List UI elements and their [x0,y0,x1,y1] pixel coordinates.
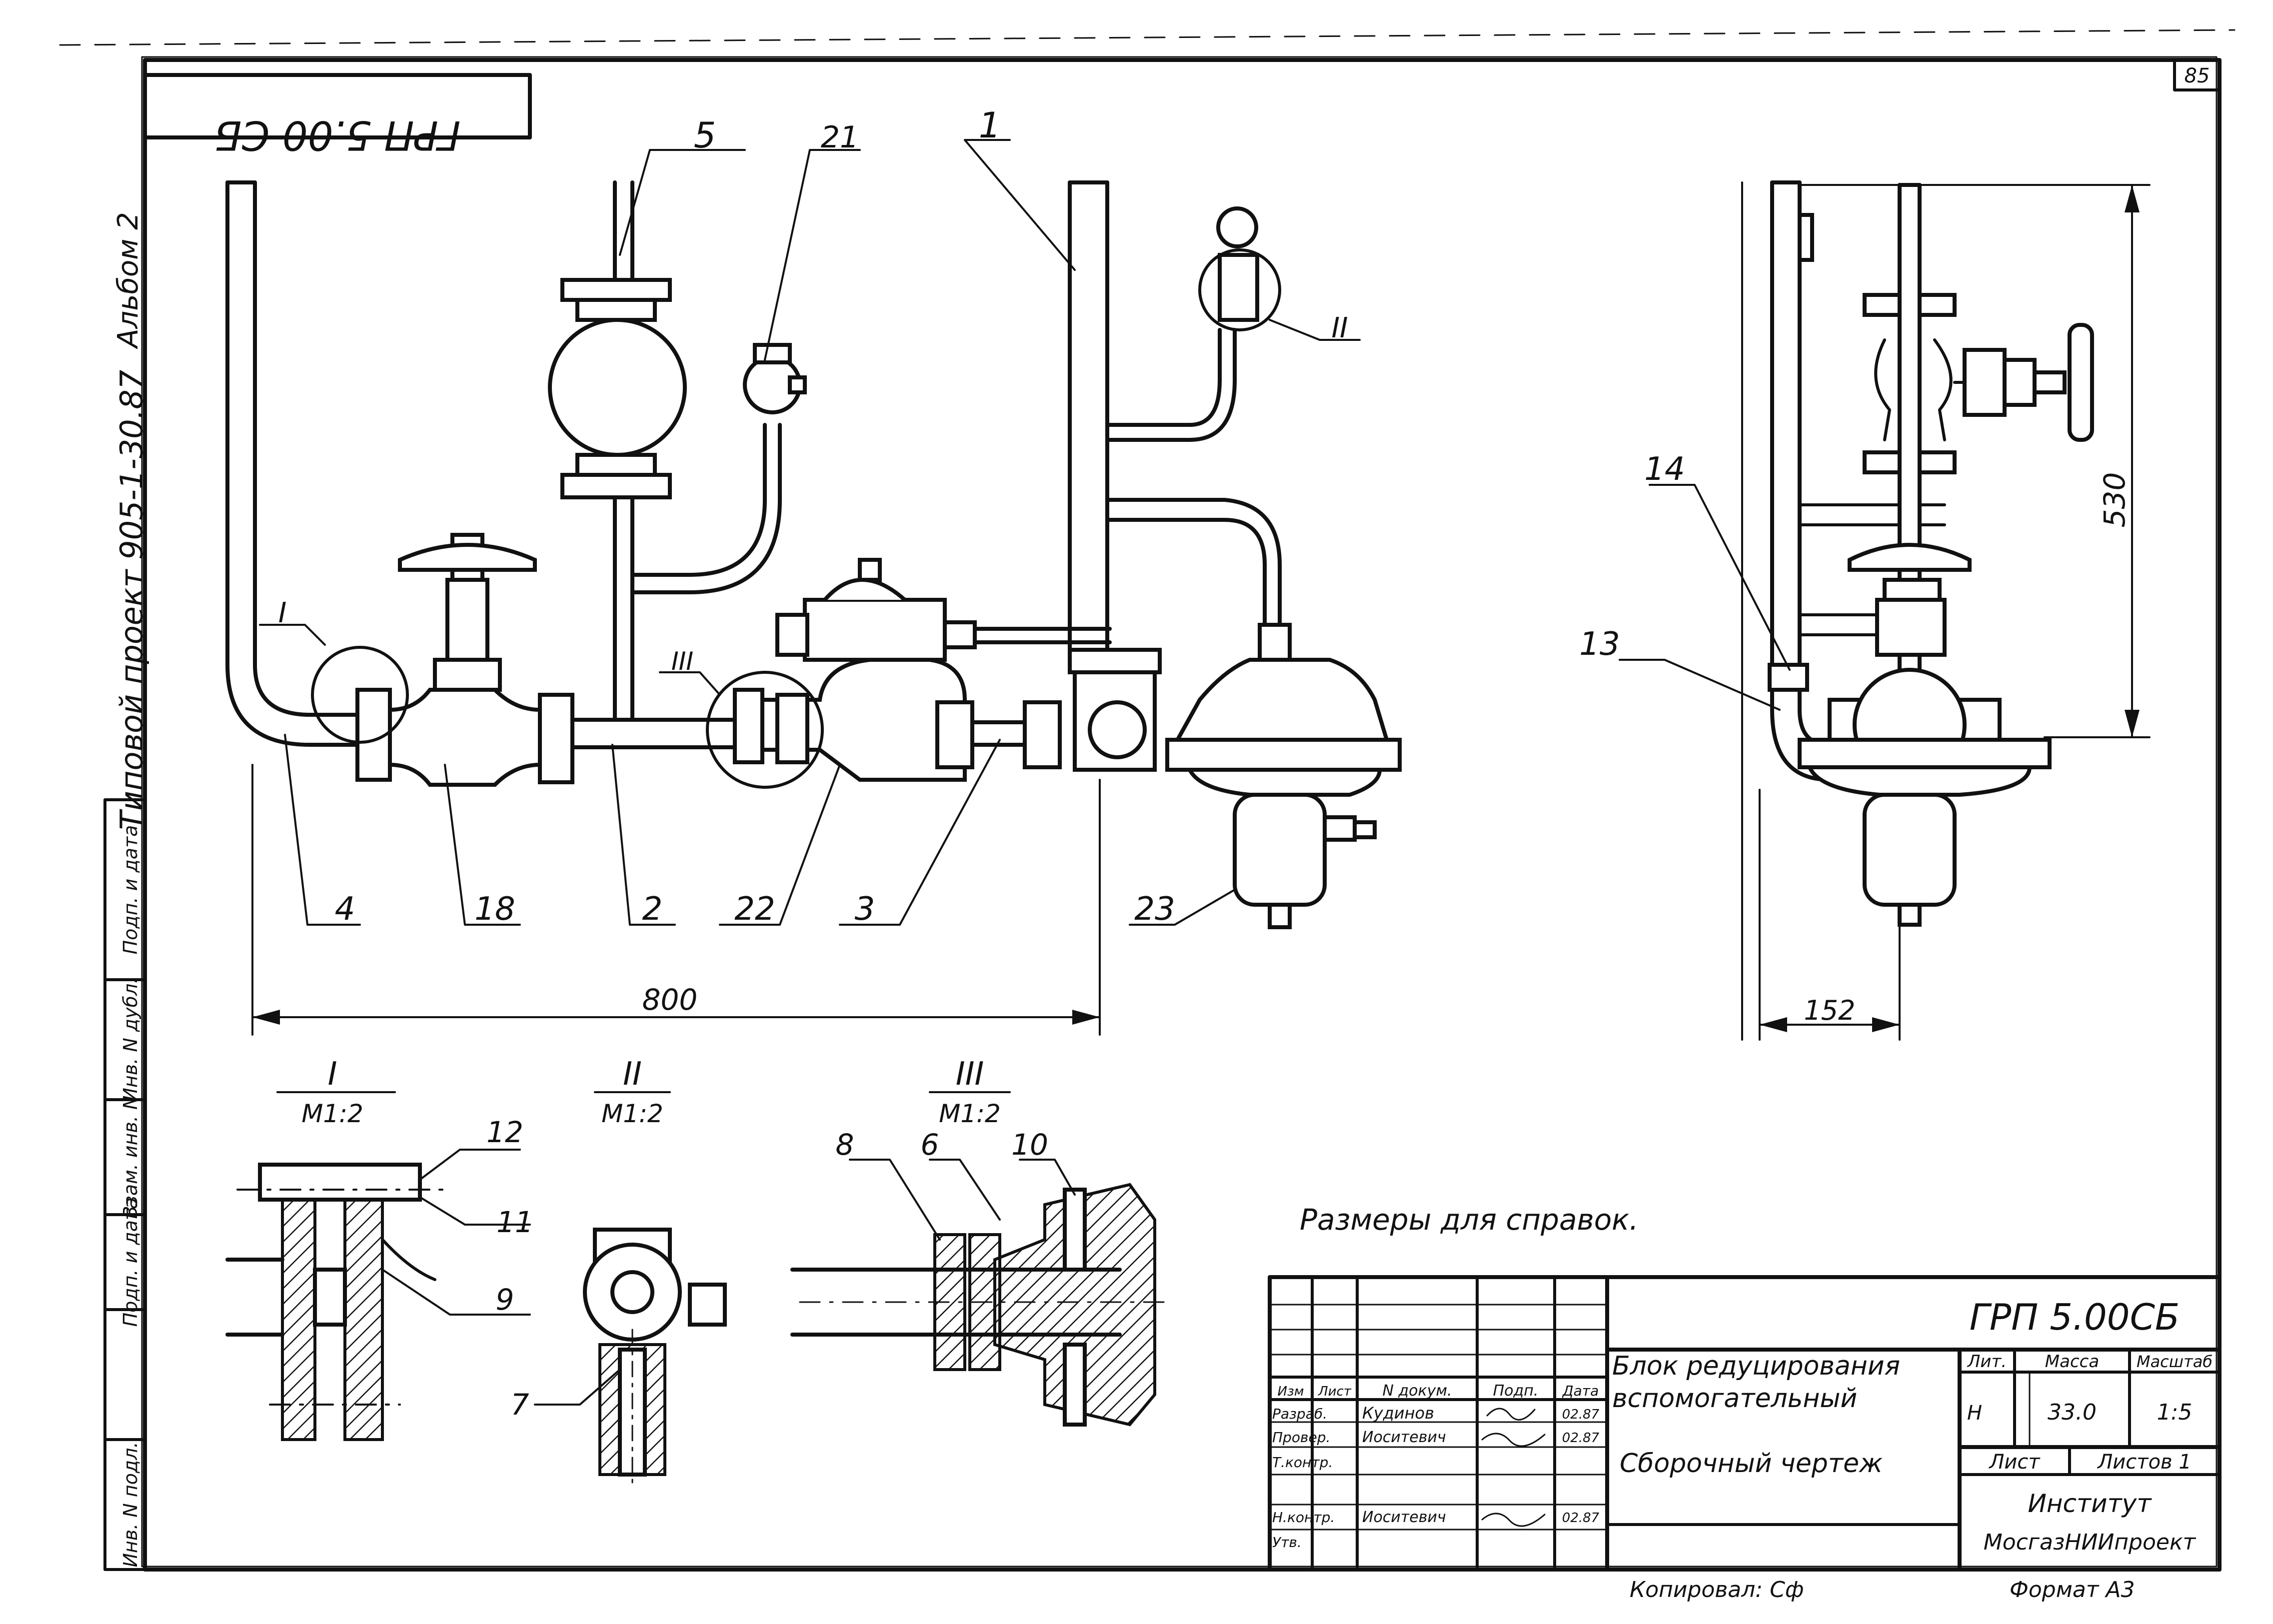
dimension-152: 152 [1804,995,1855,1026]
tb-name-1: Кудинов [1362,1404,1434,1423]
callout-II: II [1331,312,1348,344]
detail-II [534,1091,727,1491]
detail-I [225,1091,531,1441]
tb-scale-label: Масштаб [2137,1352,2213,1371]
tb-name-line-2: вспомогательный [1612,1384,1857,1414]
tb-signature-1 [1486,1408,1536,1421]
tb-mass-label: Масса [2045,1352,2099,1372]
tb-lit-value: Н [1967,1402,1982,1425]
detail-II-title: II [623,1056,642,1093]
callout-7: 7 [511,1388,529,1422]
tb-hdr-sign: Подп. [1493,1382,1539,1400]
stamp-cell-2: Инв. N дубл. [119,978,141,1102]
callout-22: 22 [734,891,775,928]
callout-18: 18 [474,891,515,928]
callout-2: 2 [642,891,663,928]
tb-lit-label: Лит. [1967,1352,2007,1372]
stamp-cell-5: Инв. N подл. [119,1442,141,1567]
callout-I: I [278,597,287,629]
tb-role-4: Н.контр. [1272,1509,1335,1526]
detail-II-scale: М1:2 [601,1099,663,1128]
tb-role-5: Утв. [1272,1534,1302,1551]
copied-by: Копировал: Сф [1630,1577,1804,1603]
code-box-top [143,73,532,139]
callout-23: 23 [1134,891,1175,928]
tb-doc-type: Сборочный чертеж [1620,1449,1883,1479]
tb-role-2: Провер. [1272,1429,1330,1446]
callout-1: 1 [979,105,1001,146]
corner-number: 85 [2185,64,2210,87]
tb-signature-2 [1481,1433,1546,1447]
tb-date-1: 02.87 [1562,1407,1600,1422]
callout-9: 9 [496,1283,514,1317]
tb-scale-value: 1:5 [2157,1400,2193,1425]
tb-org-line-2: МосгазНИИпроект [1984,1530,2197,1555]
tb-role-1: Разраб. [1272,1406,1327,1422]
tb-sheets-label: Листов 1 [2097,1451,2192,1474]
tb-sheet-label: Лист [1988,1451,2041,1474]
tb-designation: ГРП 5.00СБ [1970,1296,2180,1338]
code-top-mirrored: ГРП 5.00 СБ [214,112,461,158]
stamp-cell-1: Подп. и дата [119,825,141,955]
tb-name-4: Иоситевич [1362,1509,1446,1526]
side-view [1619,180,2151,1041]
reference-note: Размеры для справок. [1300,1203,1639,1237]
tb-name-line-1: Блок редуцирования [1612,1351,1900,1381]
dimension-800: 800 [642,983,698,1017]
tb-hdr-izm: Изм [1278,1384,1304,1399]
callout-21: 21 [821,120,859,155]
tb-date-2: 02.87 [1562,1431,1600,1446]
callout-12: 12 [486,1115,523,1149]
corner-box [2173,58,2221,91]
callout-10: 10 [1011,1128,1048,1162]
tb-date-4: 02.87 [1562,1511,1600,1526]
tb-hdr-date: Дата [1562,1383,1599,1399]
title-block [1268,1275,2222,1572]
detail-III [790,1091,1171,1427]
detail-III-scale: М1:2 [939,1099,1001,1128]
stamp-cell-4: Подп. и дата [119,1198,141,1327]
callout-8: 8 [836,1128,854,1162]
callout-III: III [671,647,693,676]
detail-I-title: I [328,1056,337,1093]
tb-hdr-list: Лист [1318,1384,1352,1399]
callout-13: 13 [1579,626,1620,663]
callout-4: 4 [335,891,355,928]
format-label: Формат А3 [2010,1577,2135,1603]
stamp-cell-3: Взам. инв. N [119,1096,141,1219]
detail-III-title: III [956,1056,984,1093]
left-stamp-column [103,798,146,1571]
detail-I-scale: М1:2 [301,1099,363,1128]
project-line: Типовой проект 905-1-30.87 [113,370,150,830]
callout-6: 6 [921,1128,939,1162]
callout-11: 11 [496,1205,533,1239]
tb-name-2: Иоситевич [1362,1429,1446,1446]
dimension-530: 530 [2098,472,2132,528]
main-view [225,139,1402,1036]
album-label: Альбом 2 [112,212,144,349]
tb-mass-value: 33.0 [2048,1400,2097,1425]
tb-hdr-doc: N докум. [1382,1382,1452,1400]
tb-org-line-1: Институт [2028,1489,2152,1518]
tb-role-3: Т.контр. [1272,1454,1333,1471]
callout-14: 14 [1644,451,1685,488]
callout-3: 3 [855,891,875,928]
tb-signature-4 [1481,1513,1546,1527]
callout-5: 5 [694,115,716,156]
